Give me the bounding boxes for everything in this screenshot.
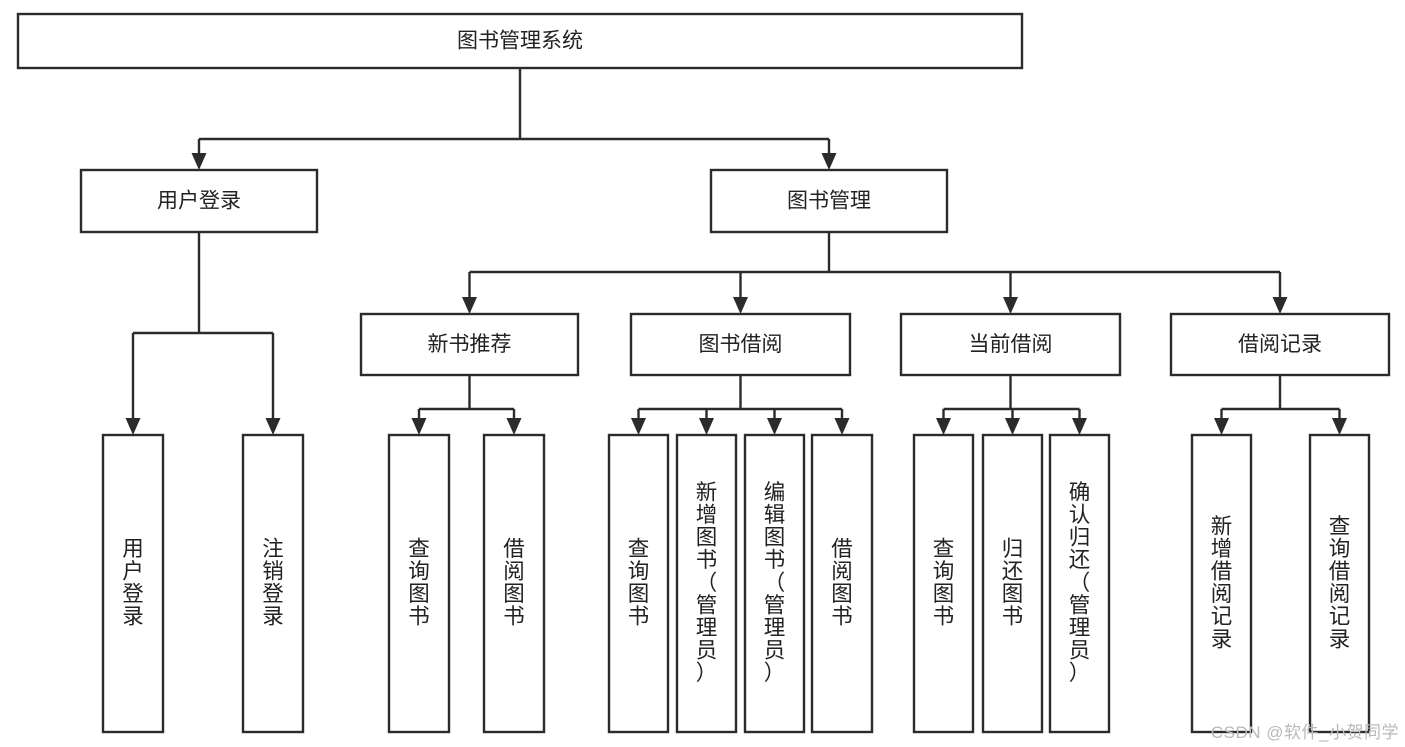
arrow-head-icon xyxy=(1072,418,1087,435)
node-label: 借阅记录 xyxy=(1238,333,1322,356)
arrow-head-icon xyxy=(1272,297,1288,314)
node-query-book-1[interactable]: 查询图书 xyxy=(387,433,451,734)
node-user-login[interactable]: 用户登录 xyxy=(79,168,319,234)
node-book-borrow[interactable]: 图书借阅 xyxy=(629,312,852,377)
node-label: 注销登录 xyxy=(262,537,284,629)
node-user-login-action[interactable]: 用户登录 xyxy=(101,433,165,734)
node-user-logout-action[interactable]: 注销登录 xyxy=(241,433,305,734)
arrow-head-icon xyxy=(767,418,782,435)
arrow-head-icon xyxy=(733,297,748,314)
arrow-head-icon xyxy=(821,153,837,170)
node-add-book-admin[interactable]: 新增图书（管理员） xyxy=(675,433,738,734)
arrow-head-icon xyxy=(631,418,646,435)
watermark: CSDN @软件_小贺同学 xyxy=(1210,723,1399,742)
node-label: 当前借阅 xyxy=(969,333,1053,356)
node-confirm-return-admin[interactable]: 确认归还（管理员） xyxy=(1048,433,1111,734)
node-label: 借阅图书 xyxy=(503,537,525,629)
arrow-head-icon xyxy=(834,418,850,435)
node-root[interactable]: 图书管理系统 xyxy=(16,12,1024,70)
arrow-head-icon xyxy=(1214,418,1229,435)
node-label: 新增图书（管理员） xyxy=(696,480,718,685)
arrow-head-icon xyxy=(411,418,427,435)
node-query-book-3[interactable]: 查询图书 xyxy=(912,433,975,734)
arrow-head-icon xyxy=(265,418,281,435)
node-label: 新增借阅记录 xyxy=(1211,514,1233,651)
node-label: 编辑图书（管理员） xyxy=(764,480,786,685)
node-label: 查询图书 xyxy=(628,537,650,629)
node-edit-book-admin[interactable]: 编辑图书（管理员） xyxy=(743,433,806,734)
node-add-borrow-record[interactable]: 新增借阅记录 xyxy=(1190,433,1253,734)
node-label: 查询图书 xyxy=(933,537,955,629)
node-label: 图书管理 xyxy=(787,190,871,213)
arrow-head-icon xyxy=(462,297,477,314)
arrow-head-icon xyxy=(1005,418,1020,435)
arrow-head-icon xyxy=(936,418,951,435)
node-label: 归还图书 xyxy=(1002,537,1024,629)
node-borrow-record[interactable]: 借阅记录 xyxy=(1169,312,1391,377)
node-label: 用户登录 xyxy=(157,190,241,213)
node-label: 图书管理系统 xyxy=(457,30,583,53)
node-label: 图书借阅 xyxy=(699,333,783,356)
node-label: 借阅图书 xyxy=(831,537,853,629)
arrow-head-icon xyxy=(699,418,714,435)
arrow-head-icon xyxy=(506,418,522,435)
arrow-head-icon xyxy=(191,153,207,170)
node-borrow-book-1[interactable]: 借阅图书 xyxy=(482,433,546,734)
node-label: 查询图书 xyxy=(408,537,430,629)
node-label: 查询借阅记录 xyxy=(1329,514,1351,651)
arrow-head-icon xyxy=(1332,418,1347,435)
node-book-management[interactable]: 图书管理 xyxy=(709,168,949,234)
node-current-borrow[interactable]: 当前借阅 xyxy=(899,312,1122,377)
node-query-borrow-record[interactable]: 查询借阅记录 xyxy=(1308,433,1371,734)
arrow-head-icon xyxy=(1003,297,1018,314)
node-label: 用户登录 xyxy=(122,537,144,629)
node-return-book[interactable]: 归还图书 xyxy=(981,433,1044,734)
node-borrow-book-2[interactable]: 借阅图书 xyxy=(810,433,874,734)
node-new-book-recommend[interactable]: 新书推荐 xyxy=(359,312,580,377)
arrow-head-icon xyxy=(125,418,141,435)
node-label: 新书推荐 xyxy=(428,333,512,356)
node-label: 确认归还（管理员） xyxy=(1069,480,1091,685)
node-query-book-2[interactable]: 查询图书 xyxy=(607,433,670,734)
